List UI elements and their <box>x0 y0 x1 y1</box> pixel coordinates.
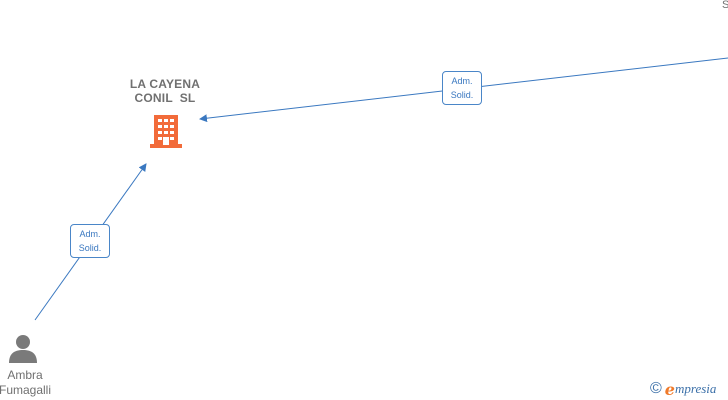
company-name-line2: CONIL SL <box>134 91 196 105</box>
brand-text: mpresia <box>674 381 717 396</box>
person-name-line2: Fumagalli <box>0 383 52 397</box>
edge-label-line1: Adm. <box>79 229 101 239</box>
person-name[interactable]: Ambra Fumagalli <box>0 368 70 398</box>
offscreen-node-label[interactable]: S <box>722 0 728 11</box>
copyright-icon: © <box>650 380 662 397</box>
edge-label-line1: Adm. <box>451 76 473 86</box>
brand-initial: e <box>664 379 675 399</box>
brand-logo: © e mpresia <box>650 379 717 399</box>
edge-label-offscreen-company: Adm. Solid. <box>442 71 482 105</box>
company-name[interactable]: LA CAYENA CONIL SL <box>105 77 225 105</box>
edge-label-line2: Solid. <box>78 243 102 253</box>
edge-label-person-company: Adm. Solid. <box>70 224 110 258</box>
building-icon[interactable] <box>150 113 182 154</box>
person-name-line1: Ambra <box>7 368 43 382</box>
person-icon[interactable] <box>8 333 38 368</box>
company-name-line1: LA CAYENA <box>129 77 201 91</box>
edge-label-line2: Solid. <box>450 90 474 100</box>
